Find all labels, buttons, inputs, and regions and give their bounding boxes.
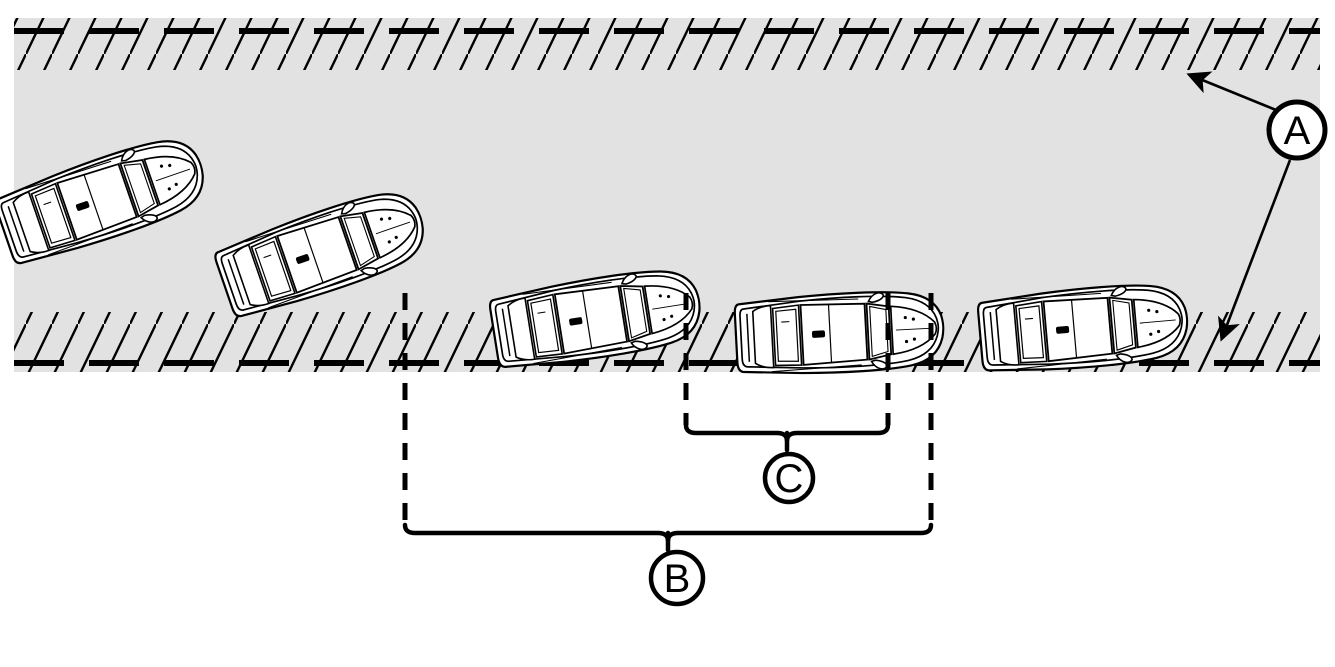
extension-lines xyxy=(402,293,934,525)
callout-label-a[interactable]: A xyxy=(1266,99,1328,161)
leader-lines-a xyxy=(1186,71,1292,342)
callout-label-b[interactable]: B xyxy=(648,549,706,607)
callout-text-c: C xyxy=(775,457,804,501)
leader-a-lower xyxy=(1218,159,1292,342)
top-boundary-hatching xyxy=(14,18,1320,70)
callout-circle-b xyxy=(648,549,706,607)
callout-label-c[interactable]: C xyxy=(762,451,816,505)
callout-circle-c xyxy=(762,451,816,505)
leader-a-upper xyxy=(1186,71,1277,112)
callout-circle-a xyxy=(1266,99,1328,161)
dimension-braces xyxy=(402,422,934,553)
callout-text-b: B xyxy=(664,557,691,601)
callout-text-a: A xyxy=(1284,109,1311,153)
vehicle-4[interactable] xyxy=(732,287,947,379)
